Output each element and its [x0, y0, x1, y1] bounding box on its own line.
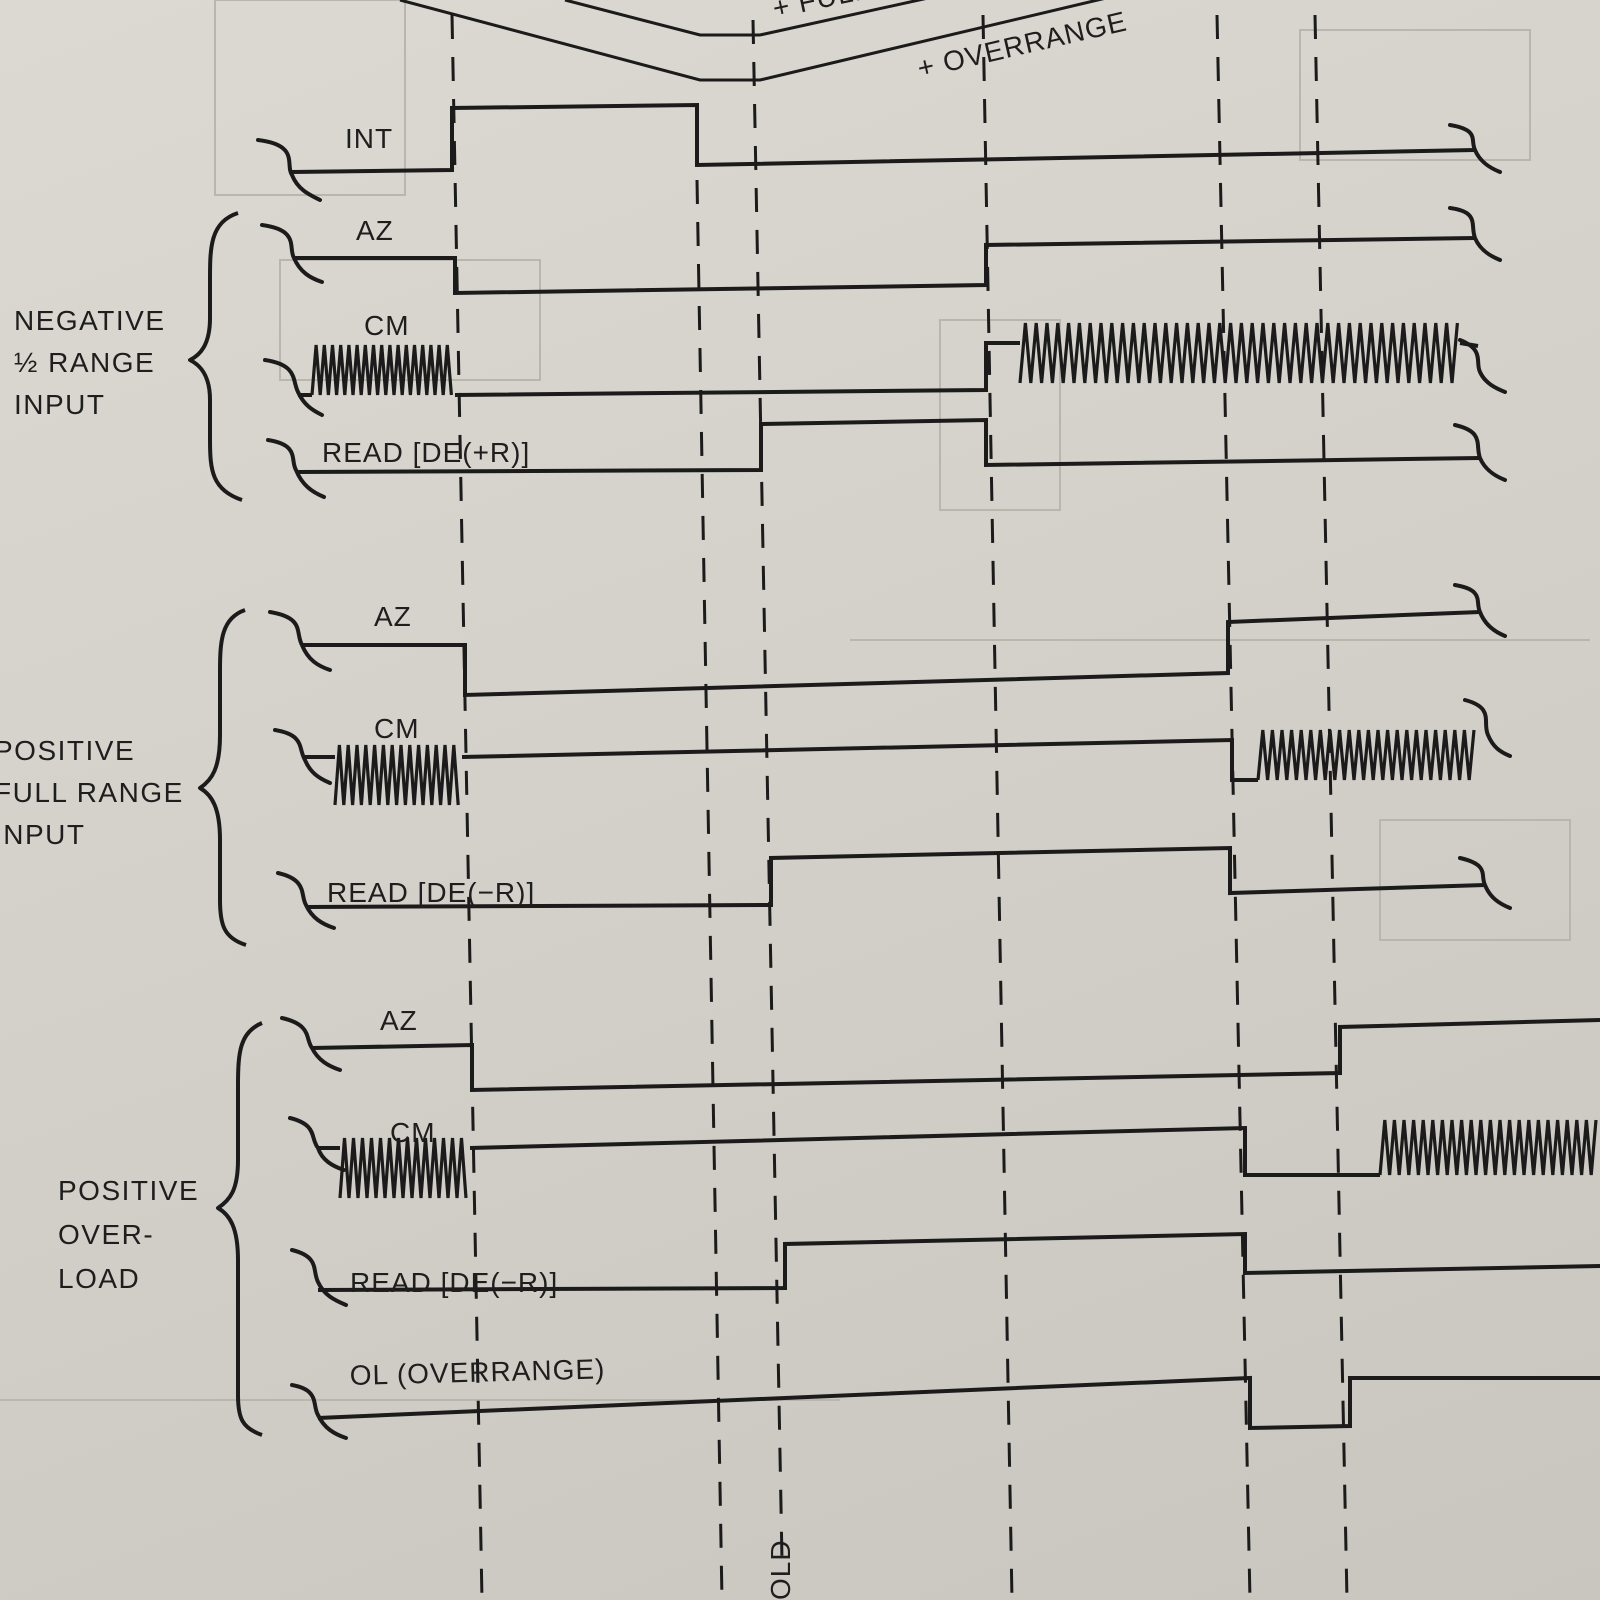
pos-read-label: READ [DE(−R)] — [327, 877, 535, 908]
pos-group-line2: FULL RANGE — [0, 777, 184, 808]
neg-az-trace — [260, 206, 1502, 296]
ovl-ol-label: OL (OVERRANGE) — [349, 1353, 605, 1391]
ovl-ol-trace — [290, 1375, 1600, 1440]
ovl-group-line2: OVER- — [58, 1219, 154, 1250]
neg-group-line3: INPUT — [14, 389, 106, 420]
neg-group-line2: ½ RANGE — [14, 347, 155, 378]
neg-az-label: AZ — [356, 215, 394, 246]
int-trace — [256, 102, 1502, 202]
ovl-group-line1: POSITIVE — [58, 1175, 199, 1206]
ovl-brace — [216, 1021, 263, 1437]
ovl-read-label: READ [DE(−R)] — [350, 1267, 558, 1298]
pos-az-trace — [268, 583, 1507, 698]
ovl-az-trace — [280, 1016, 1600, 1093]
pos-group-line3: INPUT — [0, 819, 86, 850]
pos-brace — [198, 608, 247, 947]
pos-cm-trace — [273, 698, 1512, 806]
pos-az-label: AZ — [374, 601, 412, 632]
neg-read-trace — [266, 417, 1507, 499]
marker-2 — [695, 179, 724, 1600]
neg-brace — [188, 211, 243, 502]
hold-label: OLD — [765, 1539, 796, 1600]
pos-group-line1: POSITIVE — [0, 735, 135, 766]
neg-cm-trace — [263, 322, 1507, 417]
ovl-group-line3: LOAD — [58, 1263, 140, 1294]
int-label: INT — [345, 123, 393, 154]
marker-6 — [1313, 14, 1349, 1600]
ovl-read-trace — [290, 1231, 1600, 1307]
integrator-ramp — [399, 0, 1105, 82]
marker-5 — [1215, 14, 1252, 1600]
pos-read-trace — [276, 845, 1512, 930]
pos-cm-label: CM — [374, 713, 420, 744]
ovl-az-label: AZ — [380, 1005, 418, 1036]
neg-read-label: READ [DE(+R)] — [322, 437, 530, 468]
neg-cm-label: CM — [364, 310, 410, 341]
marker-3 — [751, 19, 784, 1561]
neg-group-line1: NEGATIVE — [14, 305, 166, 336]
bleed-through-graphics — [0, 0, 1590, 1401]
ovl-cm-trace — [288, 1116, 1598, 1199]
ovl-cm-label: CM — [390, 1117, 436, 1148]
